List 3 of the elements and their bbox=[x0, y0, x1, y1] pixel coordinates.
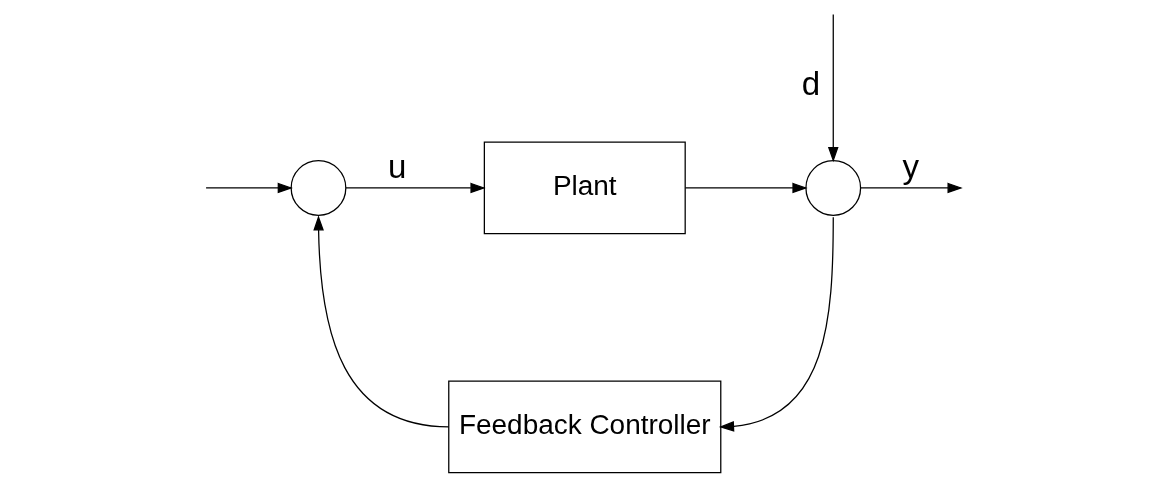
edge-label: u bbox=[388, 147, 407, 185]
edge-label: y bbox=[902, 147, 920, 185]
edge-label: d bbox=[801, 65, 821, 103]
